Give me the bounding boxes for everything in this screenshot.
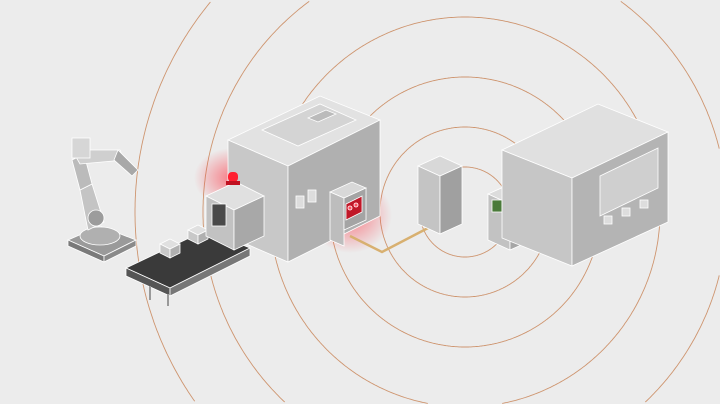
- alarm-beacon-icon: [226, 172, 240, 185]
- signal-ring: [134, 1, 211, 402]
- industrial-building-icon: [501, 103, 669, 267]
- conveyor-icon: [125, 224, 251, 306]
- robot-arm-icon: [67, 137, 139, 263]
- server-cabinet-icon: [417, 155, 463, 235]
- control-panel-icon: [329, 181, 367, 247]
- signal-ring: [269, 16, 661, 404]
- network-cable: [349, 226, 429, 254]
